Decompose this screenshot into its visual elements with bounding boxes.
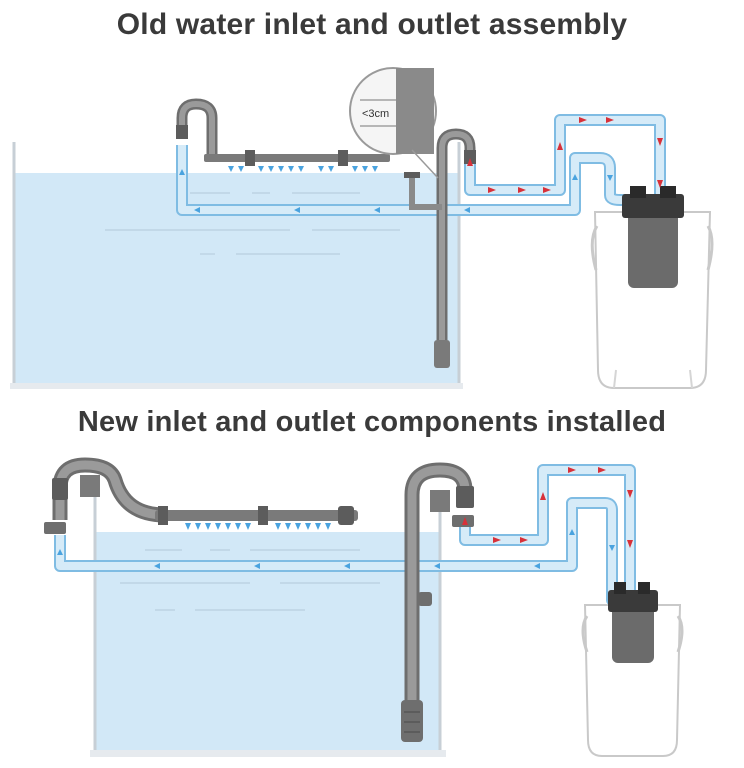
old-assembly-title: Old water inlet and outlet assembly [116,8,628,41]
old-spray-jets [228,166,378,172]
new-intake-valve [456,486,474,508]
old-assembly-diagram: <3cm [10,67,714,389]
old-intake-clamp [464,150,476,164]
old-flow-arrows [179,117,663,213]
new-canister-filter [581,582,684,757]
old-filter-valve-block [622,194,684,218]
old-tank-base [10,383,463,389]
old-intake-pipe [404,128,476,368]
new-spray-bar [44,457,358,534]
new-assembly-title: New inlet and outlet components installe… [77,406,667,438]
old-water-ripples [105,192,400,255]
old-hose-intake [464,114,666,200]
new-intake-connector [452,515,474,527]
new-assembly-diagram [44,457,684,757]
gap-callout-pipe [396,68,434,154]
old-spray-bar [176,98,390,172]
new-aquarium-tank [90,497,446,757]
new-intake-pipe [401,462,474,742]
new-water-ripples [120,549,380,611]
old-hose-return [176,145,640,216]
new-outlet-connector [44,522,66,534]
new-filter-valve-block [608,590,658,612]
new-tank-base [90,750,446,757]
new-spray-jets [185,523,331,530]
old-filter-window [628,212,678,288]
new-hose-return [54,497,625,606]
new-filter-window [612,605,654,663]
new-intake-strainer [401,700,423,742]
old-spray-bar-tube [204,154,390,162]
old-intake-strainer [434,340,450,368]
new-hose-intake [459,464,636,595]
new-intake-mount [430,490,450,512]
new-spray-bar-tube [155,510,358,521]
new-outlet-valve [52,478,68,500]
new-flow-arrows [57,467,633,569]
gap-callout: <3cm [349,67,439,179]
old-outlet-clamp [176,125,188,139]
new-outlet-mount [80,475,100,497]
old-surface-skimmer [409,178,442,210]
old-aquarium-tank [10,142,463,389]
old-canister-filter [590,186,714,389]
gap-label: <3cm [362,108,389,120]
